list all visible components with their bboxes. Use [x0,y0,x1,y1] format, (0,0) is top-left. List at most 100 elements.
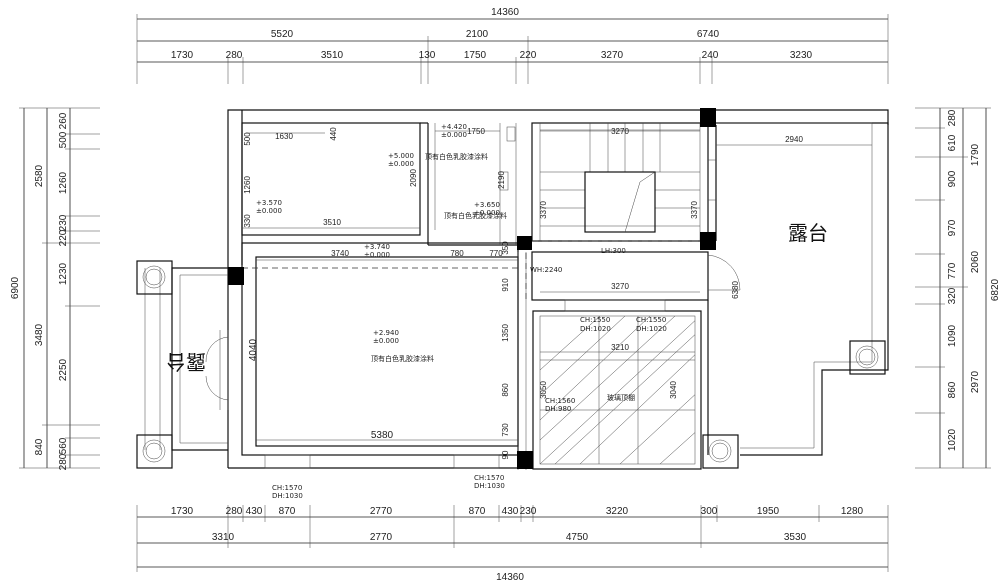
bottom-dim-870a: 870 [279,506,296,517]
dim-440: 440 [329,127,338,141]
left-dim-2580: 2580 [34,164,45,187]
terrace-posts [136,260,886,469]
elev-6-bot: ±0.000 [373,337,399,345]
bottom-dimensions: 1730 280 430 870 2770 870 430 230 3220 3… [136,505,889,583]
note-w4a: CH:1570 [272,484,302,492]
dim-1260: 1260 [243,176,252,194]
ceiling-paint-note-3: 顶有白色乳胶漆涂料 [371,354,434,363]
dim-730: 730 [501,423,510,437]
elev-2-top: +4.420 [441,123,467,131]
left-dim-280: 280 [58,453,69,470]
dim-770: 770 [489,249,503,258]
bottom-dim-3530: 3530 [784,532,807,543]
dim-500: 500 [243,132,252,146]
elev-4-top: +3.650 [474,201,500,209]
right-dim-970: 970 [947,219,958,236]
right-dim-1090: 1090 [947,324,958,347]
dim-5380: 5380 [371,430,394,441]
right-dim-2060: 2060 [970,250,981,273]
top-dim-1730: 1730 [171,50,194,61]
terrace-right-label: 露台 [788,221,828,245]
dim-2090: 2090 [409,169,418,187]
note-w1b: DH:1020 [580,325,611,333]
left-dim-230: 230 [58,214,69,231]
window-notes: LH:300 WH:2240 CH:1550 DH:1020 CH:1550 D… [272,247,667,500]
top-overall-dim: 14360 [491,7,519,18]
top-dim-3230: 3230 [790,50,813,61]
dim-4040: 4040 [248,338,259,361]
dim-3740: 3740 [331,249,349,258]
note-wh: WH:2240 [530,266,562,274]
note-w5b: DH:1030 [474,482,505,490]
left-dim-560: 560 [58,437,69,454]
dim-350: 350 [501,241,510,255]
dim-2190: 2190 [497,171,506,189]
left-dim-500: 500 [58,131,69,148]
dim-860: 860 [501,383,510,397]
column-2 [228,267,244,285]
left-dimensions: 6900 2580 3480 840 500 260 1260 230 220 … [10,107,100,470]
right-dim-2970: 2970 [970,370,981,393]
note-w2b: DH:1020 [636,325,667,333]
dim-2940: 2940 [785,135,803,144]
dim-90: 90 [501,450,510,459]
post-top-left [136,260,173,295]
top-dim-130: 130 [419,50,436,61]
bottom-dim-1280: 1280 [841,506,864,517]
note-w4b: DH:1030 [272,492,303,500]
right-dim-280: 280 [947,109,958,126]
dim-3510-inner: 3510 [323,218,341,227]
right-dim-1020: 1020 [947,428,958,451]
note-w3a: CH:1560 [545,397,575,405]
left-dim-220: 220 [58,229,69,246]
column-1 [700,108,716,127]
dim-3270-mid: 3270 [611,282,629,291]
dim-3050: 3050 [539,381,548,399]
note-w3b: DH:980 [545,405,571,413]
post-right-bottom [702,434,739,469]
left-dim-1230: 1230 [58,262,69,285]
elev-2-bot: ±0.000 [441,131,467,139]
top-dimensions: 14360 5520 2100 6740 1730 280 3510 130 1… [136,7,889,84]
glass-floor-hatch [540,316,695,464]
elev-3-bot: ±0.000 [256,207,282,215]
left-dim-840: 840 [34,438,45,455]
bottom-dim-230: 230 [520,506,537,517]
dim-1350: 1350 [501,324,510,342]
left-dim-3480: 3480 [34,323,45,346]
bottom-dim-430b: 430 [502,506,519,517]
elev-3-top: +3.570 [256,199,282,207]
column-5 [517,451,533,469]
elev-6-top: +2.940 [373,329,399,337]
dim-6380: 6380 [731,281,740,299]
note-w1a: CH:1550 [580,316,610,324]
elev-1-top: +5.000 [388,152,414,160]
elev-5-top: +3.740 [364,243,390,251]
elev-1-bot: ±0.000 [388,160,414,168]
right-dim-610: 610 [947,134,958,151]
top-dim-240: 240 [702,50,719,61]
dim-780: 780 [450,249,464,258]
column-4 [700,232,716,250]
dim-910: 910 [501,278,510,292]
bottom-dim-430: 430 [246,506,263,517]
dim-3270-top: 3270 [611,127,629,136]
top-dim-2100: 2100 [466,29,489,40]
bottom-dim-300: 300 [701,506,718,517]
top-dim-220: 220 [520,50,537,61]
bottom-dim-4750: 4750 [566,532,589,543]
top-dim-280: 280 [226,50,243,61]
dim-3370-left: 3370 [539,201,548,219]
right-dimensions: 280 610 900 970 770 320 1090 860 1020 17… [915,107,1000,469]
inner-dimensions: 1630 440 500 1260 2090 3510 330 1750 327… [242,127,872,459]
top-dim-6740: 6740 [697,29,720,40]
note-lh: LH:300 [601,247,626,255]
column-3 [517,236,532,250]
dim-3210: 3210 [611,343,629,352]
post-bottom-left [136,434,173,469]
left-overall-dim: 6900 [10,276,21,299]
right-dim-1790: 1790 [970,143,981,166]
bottom-dim-3220: 3220 [606,506,629,517]
bottom-dim-1730: 1730 [171,506,194,517]
